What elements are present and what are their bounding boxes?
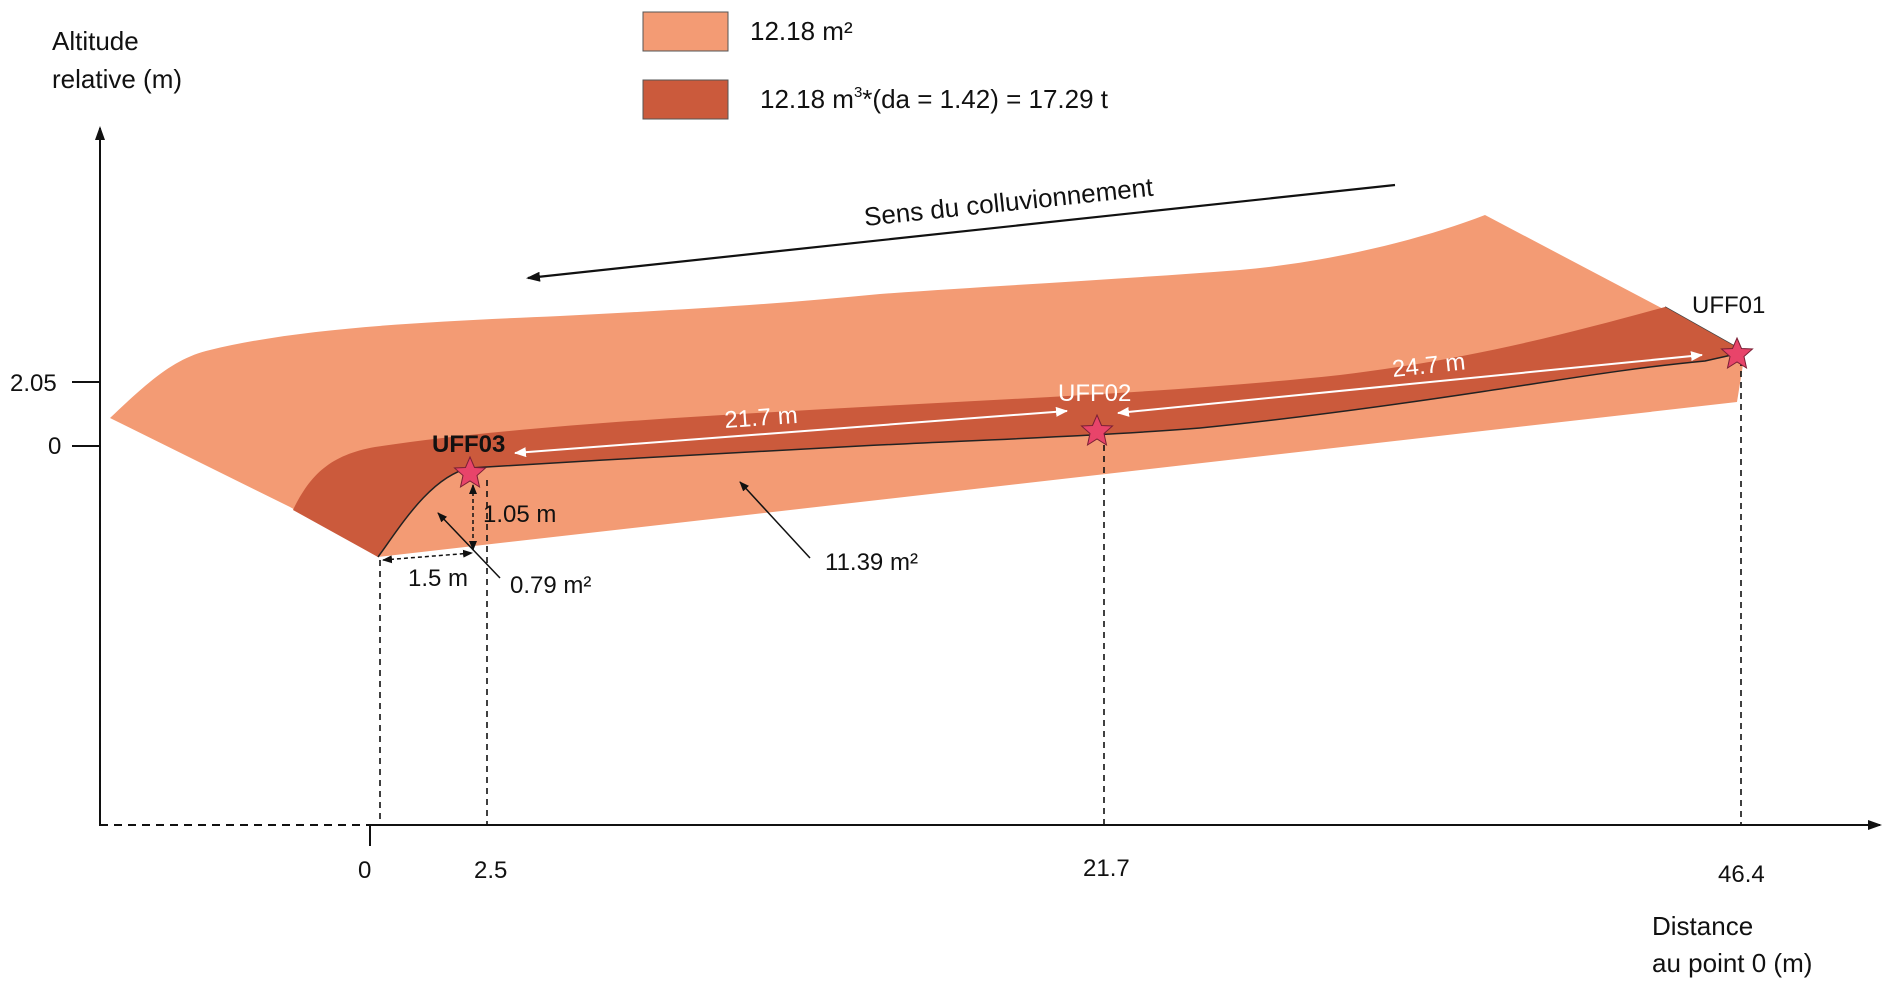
y-axis-label-line2: relative (m): [52, 64, 182, 94]
legend: 12.18 m² 12.18 m3*(da = 1.42) = 17.29 t: [642, 11, 1109, 120]
legend-volume-prefix: 12.18 m: [760, 84, 854, 114]
legend-area-label: 12.18 m²: [750, 16, 853, 46]
measure-arrow-24.7: [1117, 351, 1703, 417]
legend-swatch-light: [642, 11, 729, 52]
colluvium-direction-arrow: [526, 183, 1396, 282]
small-area-pointer: [437, 512, 501, 579]
star-icon: [1720, 336, 1754, 370]
star-icon: [1080, 413, 1114, 447]
width-arrow: [382, 549, 473, 564]
y-axis: 2.05 0 Altitude relative (m): [10, 26, 182, 826]
projection-lines: [99, 360, 1742, 825]
x-axis: 0 2.5 21.7 46.4 Distance au point 0 (m): [100, 820, 1882, 978]
depth-label: 1.05 m: [483, 501, 556, 528]
measure-arrow-21.7: [514, 406, 1068, 458]
legend-volume-sup: 3: [854, 84, 862, 101]
small-area-label: 0.79 m²: [510, 572, 591, 599]
colluvium-direction-label: Sens du colluvionnement: [862, 172, 1155, 232]
x-tick-label-2.5: 2.5: [474, 857, 507, 884]
sample-uff03: UFF03: [432, 431, 505, 489]
x-axis-label-line2: au point 0 (m): [1652, 948, 1812, 978]
sample-label-uff03: UFF03: [432, 431, 505, 458]
width-label: 1.5 m: [408, 565, 468, 592]
large-area-pointer: [739, 481, 811, 559]
measure-label-21.7: 21.7 m: [724, 402, 799, 434]
sample-label-uff02: UFF02: [1058, 380, 1131, 407]
colluvium-body-light: [110, 215, 1745, 557]
legend-volume-label: 12.18 m3*(da = 1.42) = 17.29 t: [760, 84, 1109, 114]
star-icon: [453, 455, 487, 489]
y-tick-label-0: 0: [48, 433, 61, 460]
large-area-label: 11.39 m²: [825, 549, 918, 576]
y-axis-label-line1: Altitude: [52, 26, 139, 56]
legend-swatch-dark: [642, 79, 729, 120]
sample-label-uff01: UFF01: [1692, 292, 1765, 319]
x-tick-label-21.7: 21.7: [1083, 855, 1130, 882]
y-tick-label-2.05: 2.05: [10, 370, 57, 397]
x-tick-label-46.4: 46.4: [1718, 861, 1765, 888]
sample-uff02: UFF02: [1058, 380, 1131, 447]
x-axis-label-line1: Distance: [1652, 911, 1753, 941]
legend-volume-suffix: *(da = 1.42) = 17.29 t: [862, 84, 1109, 114]
x-tick-label-0: 0: [358, 857, 371, 884]
sample-uff01: UFF01: [1692, 292, 1765, 370]
